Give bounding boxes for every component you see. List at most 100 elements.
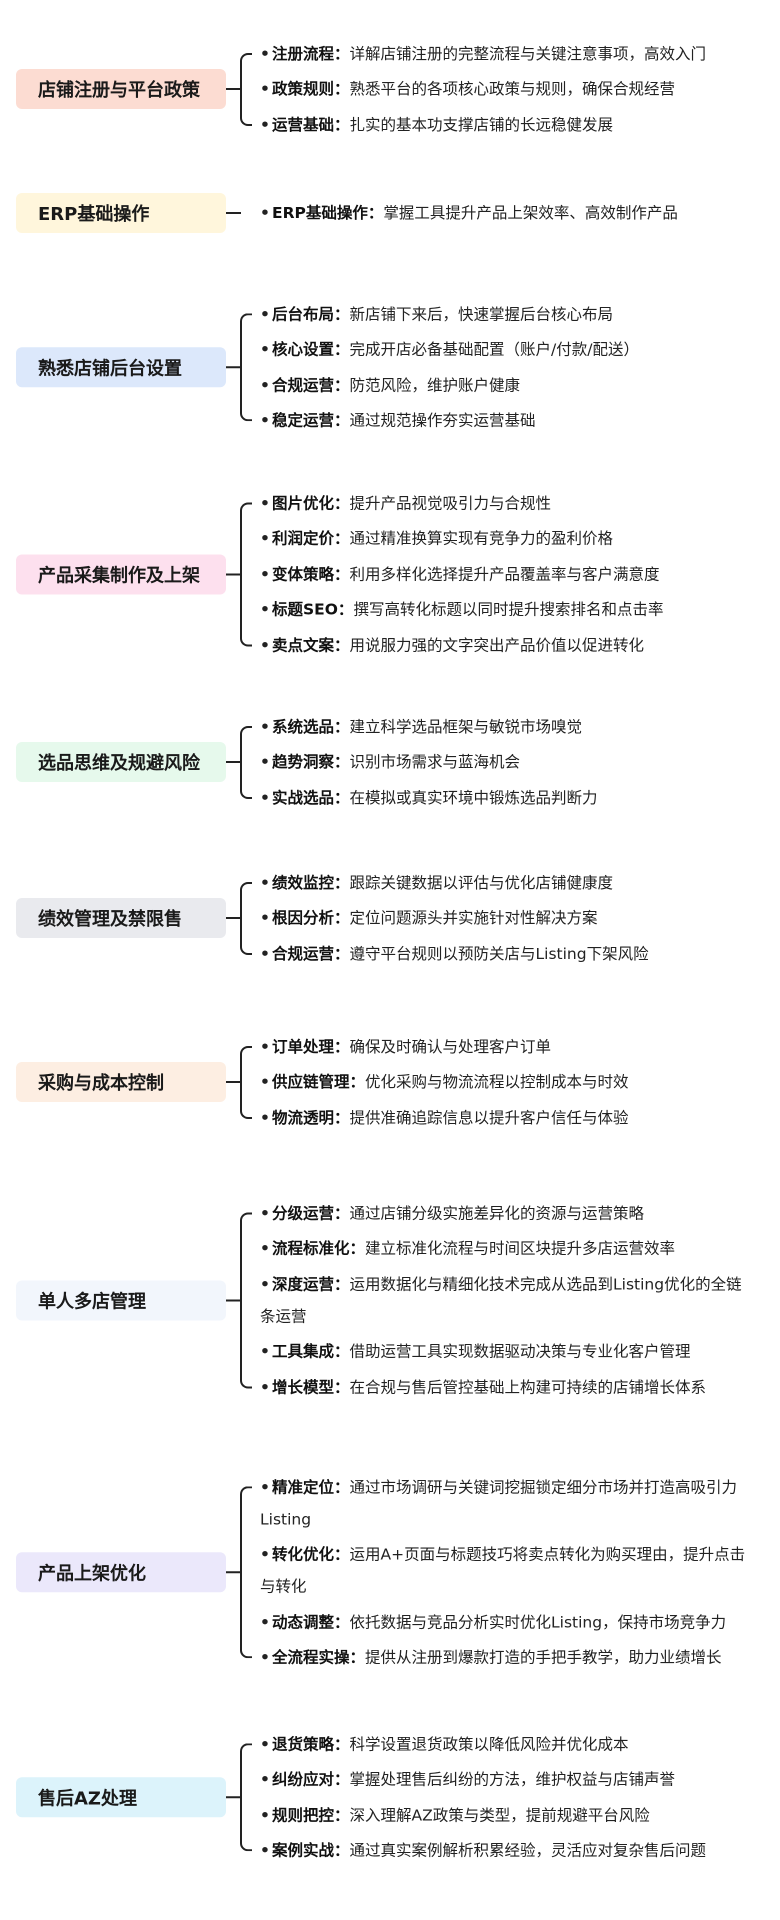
subtopic-item[interactable]: •趋势洞察：识别市场需求与蓝海机会 <box>260 746 598 778</box>
subtopic-item[interactable]: •变体策略：利用多样化选择提升产品覆盖率与客户满意度 <box>260 558 663 590</box>
topic-node[interactable]: 选品思维及规避风险 <box>16 742 226 782</box>
subtopic-item[interactable]: •绩效监控：跟踪关键数据以评估与优化店铺健康度 <box>260 867 649 899</box>
topic-node[interactable]: 产品采集制作及上架 <box>16 554 226 594</box>
branch-bracket <box>240 1212 252 1388</box>
subtopic-item[interactable]: •利润定价：通过精准换算实现有竞争力的盈利价格 <box>260 523 663 555</box>
subtopic-label: 工具集成： <box>272 1342 350 1361</box>
bullet-icon: • <box>260 600 270 619</box>
subtopic-text: 遵守平台规则以预防关店与Listing下架风险 <box>349 944 649 963</box>
subtopic-label: 实战选品： <box>272 788 350 807</box>
subtopic-text: 扎实的基本功支撑店铺的长远稳健发展 <box>349 115 614 134</box>
subtopic-text: 用说服力强的文字突出产品价值以促进转化 <box>349 636 645 654</box>
subtopic-item[interactable]: •ERP基础操作：掌握工具提升产品上架效率、高效制作产品 <box>260 197 678 229</box>
subtopic-item[interactable]: •图片优化：提升产品视觉吸引力与合规性 <box>260 487 663 519</box>
topic-node[interactable]: ERP基础操作 <box>16 193 226 233</box>
subtopic-item[interactable]: •标题SEO：撰写高转化标题以同时提升搜索排名和点击率 <box>260 594 663 626</box>
subtopic-item[interactable]: •动态调整：依托数据与竞品分析实时优化Listing，保持市场竞争力 <box>260 1606 745 1638</box>
subtopic-item[interactable]: •流程标准化：建立标准化流程与时间区块提升多店运营效率 <box>260 1233 742 1265</box>
subtopic-label: 系统选品： <box>272 717 350 736</box>
branch-bracket <box>240 52 252 126</box>
subtopic-label: 退货策略： <box>272 1734 350 1753</box>
subtopic-list: •分级运营：通过店铺分级实施差异化的资源与运营策略 •流程标准化：建立标准化流程… <box>258 1194 742 1407</box>
subtopic-item[interactable]: •订单处理：确保及时确认与处理客户订单 <box>260 1031 629 1063</box>
subtopic-text-continued: 与转化 <box>260 1577 307 1596</box>
bullet-icon: • <box>260 1037 270 1056</box>
bullet-icon: • <box>260 788 270 807</box>
bullet-icon: • <box>260 411 270 430</box>
topic-node[interactable]: 店铺注册与平台政策 <box>16 69 226 109</box>
subtopic-item[interactable]: •合规运营：遵守平台规则以预防关店与Listing下架风险 <box>260 938 649 970</box>
subtopic-item[interactable]: •分级运营：通过店铺分级实施差异化的资源与运营策略 <box>260 1197 742 1229</box>
subtopic-item[interactable]: •增长模型：在合规与售后管控基础上构建可持续的店铺增长体系 <box>260 1371 742 1403</box>
subtopic-item[interactable]: •案例实战：通过真实案例解析积累经验，灵活应对复杂售后问题 <box>260 1834 706 1866</box>
subtopic-item[interactable]: •系统选品：建立科学选品框架与敏锐市场嗅觉 <box>260 711 598 743</box>
subtopic-item[interactable]: •物流透明：提供准确追踪信息以提升客户信任与体验 <box>260 1102 629 1134</box>
topic-title: 单人多店管理 <box>38 1291 146 1312</box>
branch-stub <box>226 88 241 90</box>
subtopic-item[interactable]: •运营基础：扎实的基本功支撑店铺的长远稳健发展 <box>260 109 706 141</box>
topic-node[interactable]: 单人多店管理 <box>16 1280 226 1320</box>
subtopic-text: 防范风险，维护账户健康 <box>349 375 521 394</box>
subtopic-label: 标题SEO： <box>272 600 354 619</box>
branch-connector <box>226 484 258 665</box>
subtopic-item[interactable]: •政策规则：熟悉平台的各项核心政策与规则，确保合规经营 <box>260 73 706 105</box>
subtopic-item[interactable]: •工具集成：借助运营工具实现数据驱动决策与专业化客户管理 <box>260 1336 742 1368</box>
subtopic-label: 利润定价： <box>272 529 350 548</box>
subtopic-item[interactable]: •退货策略：科学设置退货政策以降低风险并优化成本 <box>260 1728 706 1760</box>
bullet-icon: • <box>260 204 270 222</box>
subtopic-item[interactable]: •根因分析：定位问题源头并实施针对性解决方案 <box>260 902 649 934</box>
branch-stub <box>226 761 241 763</box>
branch-bracket <box>240 725 252 799</box>
subtopic-label: 精准定位： <box>272 1477 350 1496</box>
subtopic-label: 政策规则： <box>272 80 350 98</box>
subtopic-item[interactable]: •规则把控：深入理解AZ政策与类型，提前规避平台风险 <box>260 1799 706 1831</box>
subtopic-list: •订单处理：确保及时确认与处理客户订单 •供应链管理：优化采购与物流流程以控制成… <box>258 1027 629 1137</box>
topic-node[interactable]: 售后AZ处理 <box>16 1777 226 1817</box>
branch-connector <box>226 1027 258 1137</box>
topic-title: 熟悉店铺后台设置 <box>38 358 182 379</box>
subtopic-item[interactable]: •供应链管理：优化采购与物流流程以控制成本与时效 <box>260 1066 629 1098</box>
bullet-icon: • <box>260 1073 270 1091</box>
bullet-icon: • <box>260 304 270 323</box>
branch-connector <box>226 707 258 817</box>
topic-title: 采购与成本控制 <box>38 1073 164 1094</box>
branch-bracket <box>240 1485 252 1659</box>
subtopic-list: •ERP基础操作：掌握工具提升产品上架效率、高效制作产品 <box>258 194 678 233</box>
topic-title: 选品思维及规避风险 <box>38 753 200 774</box>
subtopic-text: 提供准确追踪信息以提升客户信任与体验 <box>349 1108 629 1127</box>
subtopic-item[interactable]: •卖点文案：用说服力强的文字突出产品价值以促进转化 <box>260 629 663 661</box>
bullet-icon: • <box>260 529 270 548</box>
branch-stub <box>226 917 241 919</box>
bullet-icon: • <box>260 1378 270 1396</box>
subtopic-label: 分级运营： <box>272 1204 350 1222</box>
subtopic-text: 定位问题源头并实施针对性解决方案 <box>349 909 598 927</box>
subtopic-item[interactable]: •深度运营：运用数据化与精细化技术完成从选品到Listing优化的全链条运营 <box>260 1268 742 1332</box>
subtopic-item[interactable]: •纠纷应对：掌握处理售后纠纷的方法，维护权益与店铺声誉 <box>260 1763 706 1795</box>
subtopic-item[interactable]: •核心设置：完成开店必备基础配置（账户/付款/配送） <box>260 333 639 365</box>
subtopic-label: 全流程实操： <box>272 1648 366 1667</box>
topic-node[interactable]: 采购与成本控制 <box>16 1062 226 1102</box>
bullet-icon: • <box>260 1477 270 1496</box>
bullet-icon: • <box>260 44 270 63</box>
subtopic-text: 提升产品视觉吸引力与合规性 <box>349 494 552 512</box>
subtopic-item[interactable]: •注册流程：详解店铺注册的完整流程与关键注意事项，高效入门 <box>260 38 706 70</box>
subtopic-item[interactable]: •转化优化：运用A+页面与标题技巧将卖点转化为购买理由，提升点击与转化 <box>260 1538 745 1602</box>
subtopic-item[interactable]: •实战选品：在模拟或真实环境中锻炼选品判断力 <box>260 782 598 814</box>
subtopic-item[interactable]: •后台布局：新店铺下来后，快速掌握后台核心布局 <box>260 298 639 330</box>
topic-node[interactable]: 熟悉店铺后台设置 <box>16 347 226 387</box>
subtopic-text: 掌握工具提升产品上架效率、高效制作产品 <box>383 204 678 222</box>
topic-node[interactable]: 产品上架优化 <box>16 1552 226 1592</box>
subtopic-text: 通过市场调研与关键词挖掘锁定细分市场并打造高吸引力 <box>349 1477 738 1496</box>
branch-bracket <box>240 312 252 422</box>
subtopic-text: 科学设置退货政策以降低风险并优化成本 <box>349 1734 629 1753</box>
subtopic-item[interactable]: •稳定运营：通过规范操作夯实运营基础 <box>260 404 639 436</box>
subtopic-item[interactable]: •全流程实操：提供从注册到爆款打造的手把手教学，助力业绩增长 <box>260 1641 745 1673</box>
topic-node[interactable]: 绩效管理及禁限售 <box>16 898 226 938</box>
subtopic-item[interactable]: •合规运营：防范风险，维护账户健康 <box>260 369 639 401</box>
subtopic-text: 熟悉平台的各项核心政策与规则，确保合规经营 <box>349 80 676 98</box>
subtopic-label: 趋势洞察： <box>272 753 350 771</box>
subtopic-label: 供应链管理： <box>272 1073 366 1091</box>
branch-bracket <box>240 1742 252 1852</box>
branch-stub <box>226 1571 241 1573</box>
